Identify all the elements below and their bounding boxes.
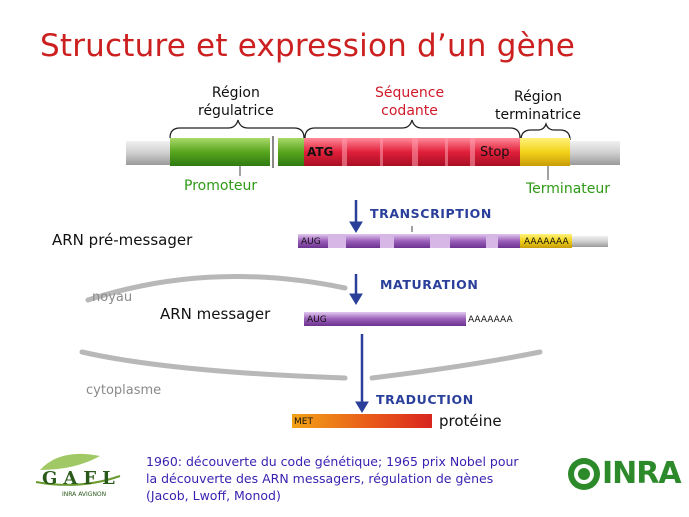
step-traduction: TRADUCTION [376,392,474,407]
mrna-polya: AAAAAAA [468,315,513,325]
step-maturation: MATURATION [380,277,479,292]
protein-bar [292,414,432,428]
inra-logo: INRA [602,456,682,491]
nuclear-membrane-right [369,349,543,381]
brace-terminator [520,121,571,141]
pre-mrna-bar [298,234,608,248]
pre-mrna-polya: AAAAAAA [524,237,569,247]
gafl-logo: GAFL [42,468,121,489]
mrna-bar [304,312,466,326]
protein-met: MET [294,417,313,427]
label-arn-messager: ARN messager [160,305,271,323]
label-sequence-codante: Séquence codante [375,85,445,119]
label-proteine: protéine [439,412,502,430]
stop-label: Stop [480,145,510,160]
arrow-traduction [355,334,369,413]
atg-label: ATG [307,145,334,159]
gafl-logo-subtitle: INRA AVIGNON [62,491,107,498]
brace-regulatory [169,119,305,139]
label-region-regulatrice: Région régulatrice [198,85,274,119]
label-promoteur: Promoteur [184,178,258,194]
gene-bar [126,136,620,168]
arrow-maturation [349,274,363,305]
footer-note: 1960: découverte du code génétique; 1965… [146,454,519,503]
gafl-leaf-icon [35,453,121,486]
coding-exon-stripes [342,138,475,166]
pre-mrna-aug: AUG [301,237,321,247]
arrow-transcription [349,200,363,233]
mrna-aug: AUG [307,315,327,325]
page-title: Structure et expression d’un gène [40,28,575,64]
label-arn-pre-messager: ARN pré-messager [52,231,193,249]
nuclear-membrane-upper [85,273,348,303]
intron-segments [328,234,498,248]
label-cytoplasme: cytoplasme [86,383,162,398]
brace-coding [304,119,521,139]
nuclear-membrane-lower [79,349,348,381]
label-region-terminatrice: Région terminatrice [495,89,582,123]
step-transcription: TRANSCRIPTION [370,206,492,221]
label-noyau: noyau [92,290,133,305]
inra-logo-mark [568,458,600,490]
label-terminateur: Terminateur [526,181,611,197]
